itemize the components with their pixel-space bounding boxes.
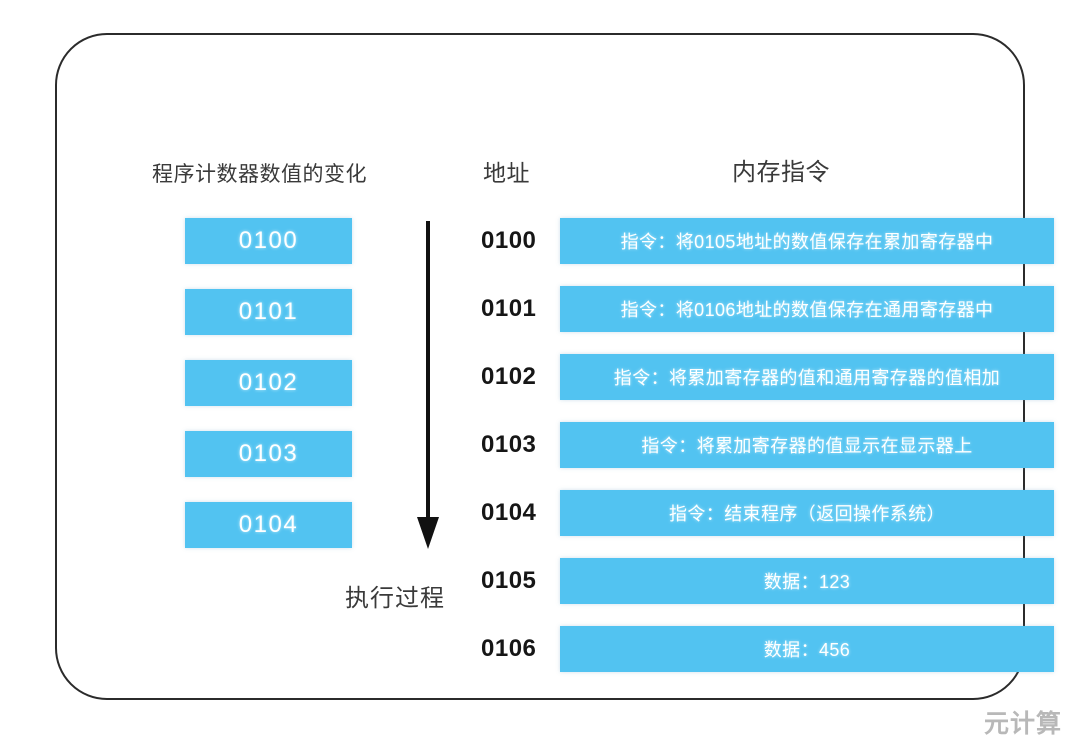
down-arrow-icon	[412, 221, 444, 551]
memory-content-box: 指令：将0106地址的数值保存在通用寄存器中	[560, 286, 1054, 332]
memory-content-box: 指令：将累加寄存器的值显示在显示器上	[560, 422, 1054, 468]
program-counter-column: 0100 0101 0102 0103 0104	[185, 218, 352, 573]
memory-row: 0101 指令：将0106地址的数值保存在通用寄存器中	[57, 286, 1054, 332]
memory-rows-list: 0100 指令：将0105地址的数值保存在累加寄存器中 0101 指令：将0106地址…	[57, 218, 1054, 694]
memory-content-box: 数据：123	[560, 558, 1054, 604]
diagram-frame: 程序计数器数值的变化 地址 内存指令 0100 0101 0102 0103 0104 …	[55, 33, 1054, 700]
memory-address-label: 0102	[481, 363, 537, 390]
memory-content-box: 指令：将累加寄存器的值和通用寄存器的值相加	[560, 354, 1054, 400]
memory-row: 0106 数据：456	[57, 626, 1054, 672]
memory-address-label: 0104	[481, 499, 537, 526]
memory-content-box: 指令：将0105地址的数值保存在累加寄存器中	[560, 218, 1054, 264]
memory-row: 0105 数据：123	[57, 558, 1054, 604]
memory-address-label: 0101	[481, 295, 537, 322]
program-counter-box: 0101	[185, 289, 352, 335]
memory-row: 0102 指令：将累加寄存器的值和通用寄存器的值相加	[57, 354, 1054, 400]
memory-content-box: 数据：456	[560, 626, 1054, 672]
program-counter-box: 0104	[185, 502, 352, 548]
program-counter-box: 0100	[185, 218, 352, 264]
execution-process-label: 执行过程	[345, 585, 445, 612]
program-counter-column-header: 程序计数器数值的变化	[152, 163, 367, 186]
address-column-header: 地址	[483, 160, 530, 186]
memory-address-label: 0100	[481, 227, 537, 254]
memory-address-label: 0103	[481, 431, 537, 458]
program-counter-box: 0102	[185, 360, 352, 406]
memory-row: 0104 指令：结束程序（返回操作系统）	[57, 490, 1054, 536]
program-counter-box: 0103	[185, 431, 352, 477]
memory-address-label: 0105	[481, 567, 537, 594]
memory-row: 0100 指令：将0105地址的数值保存在累加寄存器中	[57, 218, 1054, 264]
watermark: 元计算	[983, 710, 1062, 738]
memory-instruction-column-header: 内存指令	[732, 159, 830, 186]
memory-content-box: 指令：结束程序（返回操作系统）	[560, 490, 1054, 536]
memory-address-label: 0106	[481, 635, 537, 662]
memory-row: 0103 指令：将累加寄存器的值显示在显示器上	[57, 422, 1054, 468]
